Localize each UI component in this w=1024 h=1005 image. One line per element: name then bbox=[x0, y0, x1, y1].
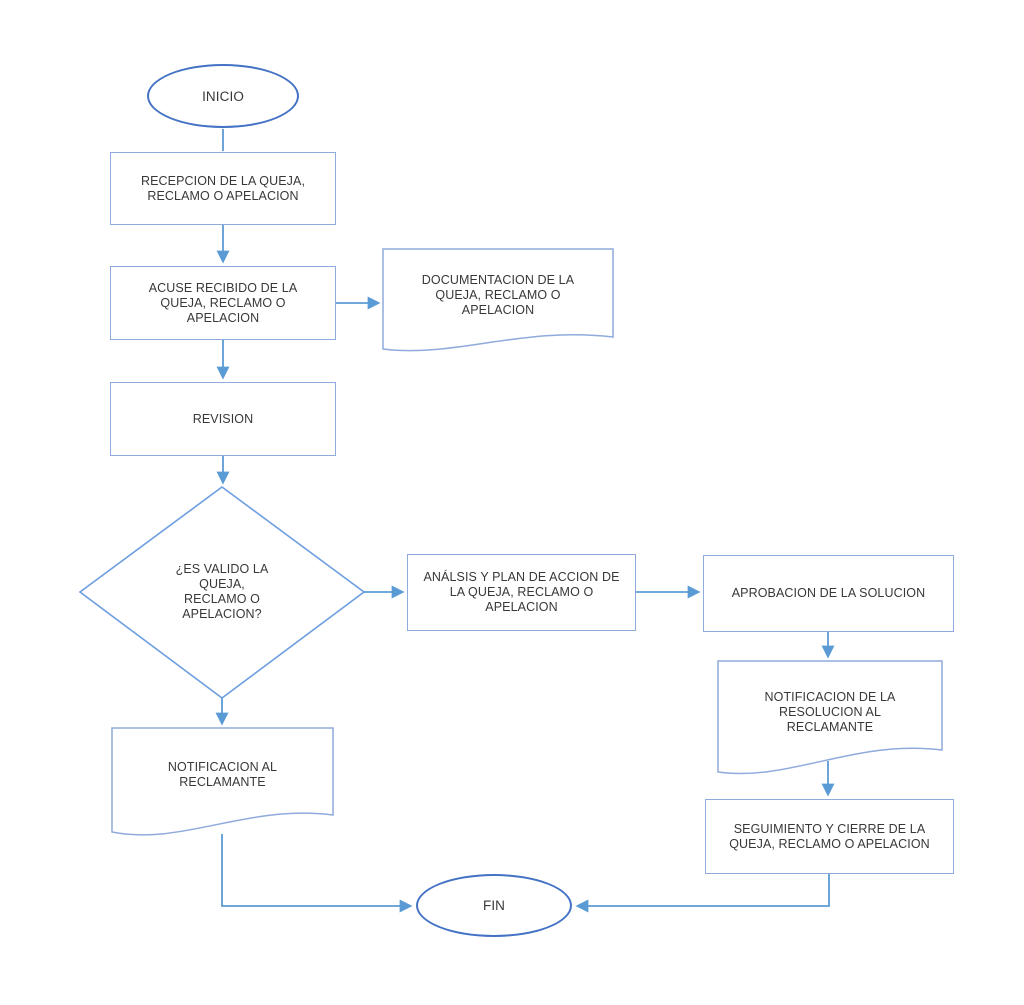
node-revision-label: REVISION bbox=[192, 411, 254, 426]
node-analisis: ANÁLSIS Y PLAN DE ACCION DE LA QUEJA, RE… bbox=[407, 554, 636, 631]
node-fin: FIN bbox=[416, 874, 572, 937]
document-shape-documentacion bbox=[382, 248, 614, 352]
document-shape-notif-reclamante bbox=[111, 727, 334, 836]
edge-notif-reclamante-fin bbox=[221, 834, 413, 913]
node-recepcion-label: RECEPCION DE LA QUEJA, RECLAMO O APELACI… bbox=[140, 173, 306, 203]
node-aprobacion-label: APROBACION DE LA SOLUCION bbox=[731, 586, 926, 600]
node-aprobacion: APROBACION DE LA SOLUCION bbox=[703, 555, 954, 632]
node-seguimiento: SEGUIMIENTO Y CIERRE DE LA QUEJA, RECLAM… bbox=[705, 799, 954, 874]
node-acuse: ACUSE RECIBIDO DE LA QUEJA, RECLAMO O AP… bbox=[110, 266, 336, 340]
document-shape-notif-resolucion bbox=[717, 660, 943, 775]
node-inicio-label: INICIO bbox=[202, 88, 244, 104]
node-seguimiento-label: SEGUIMIENTO Y CIERRE DE LA QUEJA, RECLAM… bbox=[729, 821, 930, 851]
edge-seguimiento-fin bbox=[575, 873, 830, 913]
node-inicio: INICIO bbox=[147, 64, 299, 128]
decision-diamond bbox=[78, 486, 366, 699]
node-recepcion: RECEPCION DE LA QUEJA, RECLAMO O APELACI… bbox=[110, 152, 336, 225]
node-revision: REVISION bbox=[110, 382, 336, 456]
node-acuse-label: ACUSE RECIBIDO DE LA QUEJA, RECLAMO O AP… bbox=[148, 280, 298, 325]
node-analisis-label: ANÁLSIS Y PLAN DE ACCION DE LA QUEJA, RE… bbox=[423, 570, 620, 614]
node-fin-label: FIN bbox=[482, 898, 506, 913]
